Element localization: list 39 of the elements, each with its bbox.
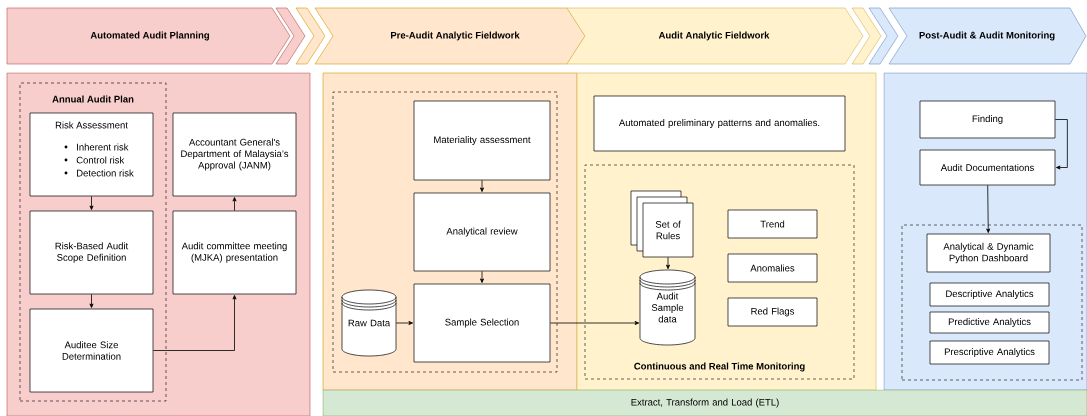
process-box: Red Flags [727, 297, 818, 327]
process-box: Analytical & Dynamic Python Dashboard [926, 233, 1051, 273]
process-box: Predictive Analytics [929, 311, 1050, 334]
arrow [395, 321, 413, 325]
arrow [480, 179, 484, 192]
arrow [1054, 119, 1068, 170]
arrow [232, 197, 237, 212]
database-cylinder: Audit Sample data [639, 269, 696, 346]
process-box: Prescriptive Analytics [929, 340, 1050, 365]
process-box: Trend [727, 209, 818, 239]
arrow [480, 270, 484, 283]
process-box: Analytical review [413, 192, 551, 272]
arrow [89, 195, 94, 210]
process-box: Finding [919, 100, 1056, 139]
process-box: Sample Selection [413, 283, 551, 363]
process-box: Accountant General's Department of Malaysia’s Approval (JANM) [172, 112, 297, 197]
chevron-banner: Audit Analytic Fieldwork [566, 7, 864, 65]
chevron-banner: Pre-Audit Analytic Fieldwork [314, 7, 586, 65]
arrow [986, 184, 991, 233]
process-box: Automated preliminary patterns and anomalies. [593, 95, 846, 152]
document-stack: Set of Rules [630, 190, 694, 258]
arrow [549, 321, 640, 325]
arrow [152, 295, 237, 351]
chevron-banner: Automated Audit Planning [6, 7, 291, 65]
process-box: Audit Documentations [919, 149, 1056, 186]
chevron-banner: Post-Audit & Audit Monitoring [888, 7, 1087, 65]
process-box: Risk Assessment Inherent risk Control risk Detection risk [29, 112, 154, 197]
database-cylinder: Raw Data [341, 289, 397, 357]
process-box: Anomalies [727, 253, 818, 283]
process-box: Descriptive Analytics [929, 282, 1050, 307]
arrow [89, 293, 94, 308]
process-box: Audit committee meeting (MJKA) presentation [172, 210, 297, 295]
process-box: Materiality assessment [413, 100, 551, 181]
process-box: Auditee Size Determination [29, 308, 154, 393]
process-box: Risk-Based Audit Scope Definition [29, 210, 154, 295]
arrow [666, 256, 670, 270]
etl-band: Extract, Transform and Load (ETL) [322, 389, 1087, 416]
dashed-group [901, 224, 1083, 381]
dashed-group [332, 91, 558, 373]
